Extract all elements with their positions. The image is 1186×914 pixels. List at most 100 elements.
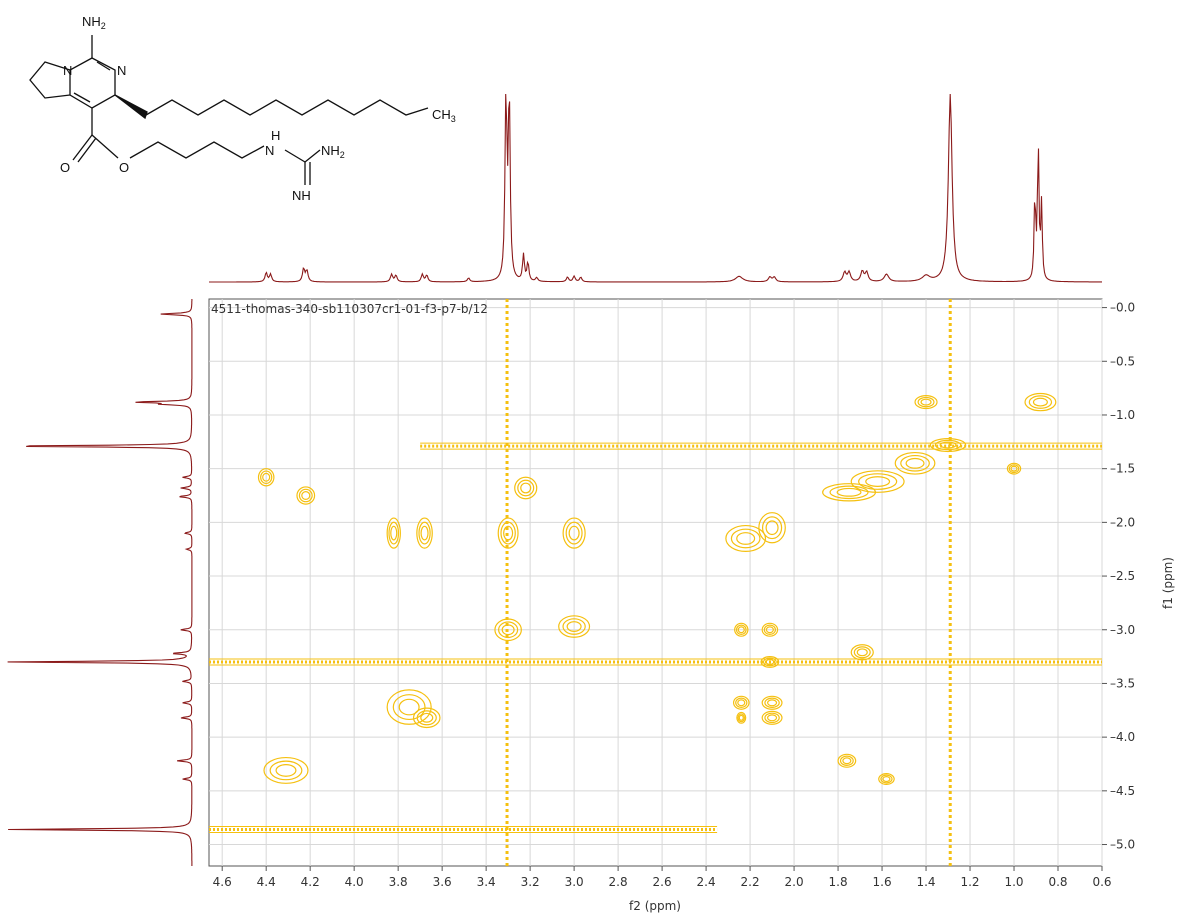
contour-level xyxy=(856,648,868,657)
contour-level xyxy=(301,491,311,500)
contour-level xyxy=(566,621,582,632)
cross-peak xyxy=(929,438,967,453)
contour-level xyxy=(765,658,775,665)
contour-level xyxy=(1010,465,1018,472)
y-tick-label: –1.5 xyxy=(1110,462,1135,476)
contour-level xyxy=(763,624,777,635)
contour-level xyxy=(416,517,433,549)
cross-peak xyxy=(822,483,877,502)
contour-level xyxy=(420,712,434,723)
contour-level xyxy=(562,618,586,635)
contour-level xyxy=(822,483,877,502)
atom-label: N xyxy=(63,63,72,78)
contour-level xyxy=(501,624,515,636)
contour-level xyxy=(498,621,519,639)
contour-level xyxy=(388,521,400,545)
cross-peak xyxy=(562,517,586,549)
contour-level xyxy=(517,479,535,497)
contour-level xyxy=(758,512,786,544)
contour-level xyxy=(420,525,429,541)
contour-level xyxy=(1028,395,1053,409)
y-tick-label: –3.0 xyxy=(1110,623,1135,637)
contour-level xyxy=(275,764,297,777)
cross-peak xyxy=(1024,392,1057,412)
contour-level xyxy=(917,396,935,408)
y-tick-label: –1.0 xyxy=(1110,408,1135,422)
contour-level xyxy=(263,756,309,784)
x-tick-label: 4.4 xyxy=(257,875,276,889)
contour-level xyxy=(850,644,874,661)
contour-level xyxy=(1032,397,1048,407)
contour-level xyxy=(296,486,316,505)
contour-level xyxy=(865,476,891,487)
contour-level xyxy=(850,470,905,493)
contour-level xyxy=(260,470,273,485)
y-tick-label: –5.0 xyxy=(1110,838,1135,852)
contour-level xyxy=(880,774,893,784)
contour-level xyxy=(765,520,779,536)
cross-peak xyxy=(878,773,895,785)
contour-level xyxy=(558,615,591,638)
contour-level xyxy=(568,525,580,541)
contour-level xyxy=(760,655,780,668)
contour-level xyxy=(562,517,586,549)
contour-level xyxy=(565,521,583,545)
atom-label: O xyxy=(119,160,129,175)
cross-peak xyxy=(497,517,519,549)
y-tick-label: –3.5 xyxy=(1110,676,1135,690)
plot-frame xyxy=(208,298,1103,867)
contour-level xyxy=(878,773,895,785)
cross-peak xyxy=(760,655,780,668)
atom-label: N xyxy=(117,63,126,78)
contour-level xyxy=(761,710,783,725)
bond xyxy=(304,149,321,163)
atom-label: NH2 xyxy=(321,143,345,160)
x-tick-label: 2.6 xyxy=(653,875,672,889)
contour-level xyxy=(920,398,932,406)
sample-label: 4511-thomas-340-sb110307cr1-01-f3-p7-b/1… xyxy=(211,302,488,316)
x-tick-label: 3.0 xyxy=(565,875,584,889)
contour-level xyxy=(767,699,778,707)
cross-peak xyxy=(850,470,905,493)
y-tick-label: –4.0 xyxy=(1110,730,1135,744)
cross-peak xyxy=(1006,462,1022,475)
contour-level xyxy=(398,698,420,716)
contour-level xyxy=(1024,392,1057,412)
cross-peak xyxy=(494,618,522,642)
contour-level xyxy=(839,755,854,767)
contour-level xyxy=(934,439,962,451)
bond xyxy=(69,57,116,109)
bond xyxy=(284,149,306,163)
cross-peak xyxy=(894,451,936,475)
contour-level xyxy=(520,482,532,494)
top-projection-spectrum xyxy=(209,93,1102,283)
contour-level xyxy=(736,711,747,724)
bond xyxy=(145,99,429,116)
cross-peak xyxy=(761,622,779,637)
x-axis-title: f2 (ppm) xyxy=(629,899,681,913)
bond xyxy=(129,141,265,159)
contour-level xyxy=(262,472,271,482)
y-axis-title: f1 (ppm) xyxy=(1161,557,1175,609)
cross-peak xyxy=(758,512,786,544)
contour-level xyxy=(1008,464,1020,474)
x-tick-label: 4.2 xyxy=(301,875,320,889)
contour-level xyxy=(734,622,749,637)
contour-level xyxy=(416,710,437,726)
contour-level xyxy=(503,525,514,541)
x-tick-label: 1.0 xyxy=(1004,875,1023,889)
contour-level xyxy=(514,476,538,500)
cross-peak xyxy=(257,468,275,487)
x-tick-label: 1.8 xyxy=(829,875,848,889)
contour-level xyxy=(738,714,744,721)
contour-level xyxy=(761,516,783,540)
atom-label: CH3 xyxy=(432,107,456,124)
bond xyxy=(72,134,93,161)
contour-level xyxy=(737,713,746,723)
contour-level xyxy=(386,517,401,549)
contour-level xyxy=(257,468,275,487)
contour-level xyxy=(737,626,745,634)
x-tick-label: 2.8 xyxy=(609,875,628,889)
contour-level xyxy=(829,485,869,500)
